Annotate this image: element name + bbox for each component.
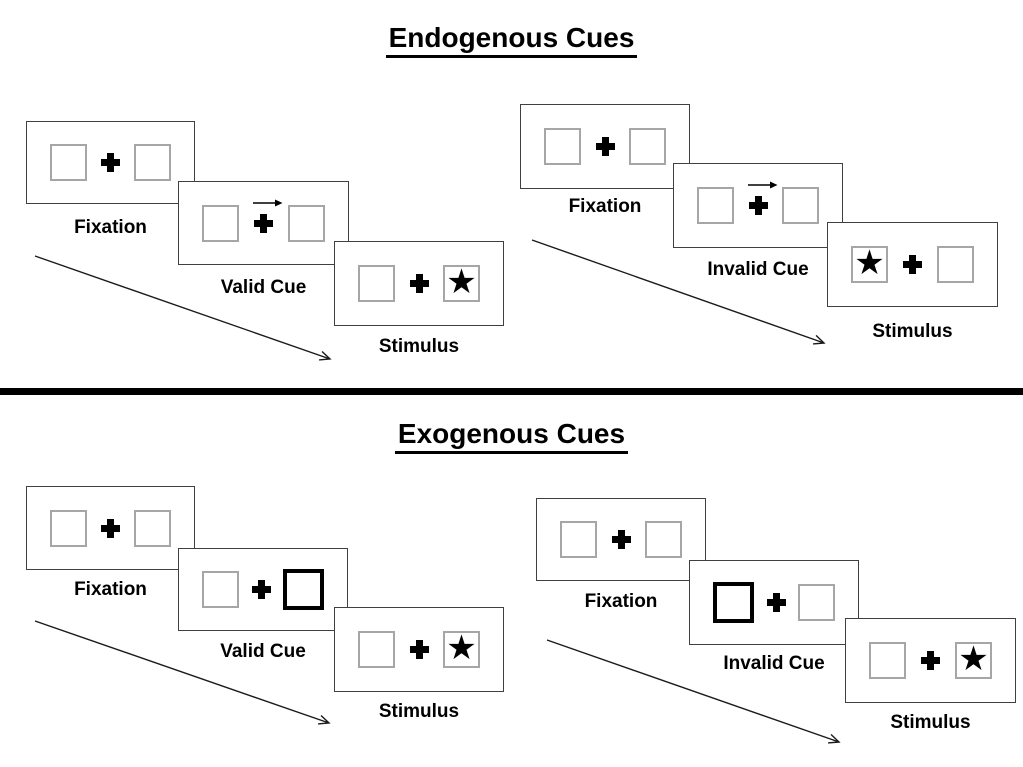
fixation-cross (595, 137, 615, 156)
fixation-cross (101, 518, 120, 538)
cue-arrow-right-icon (747, 181, 777, 189)
panel-label: Stimulus (890, 712, 971, 733)
panel-label: Fixation (74, 217, 147, 238)
panel-label: Valid Cue (220, 641, 306, 662)
left-placeholder-box (50, 509, 87, 547)
panel-label: Fixation (568, 196, 642, 217)
fixation-cross-icon (409, 274, 429, 293)
fixation-cross (409, 640, 429, 659)
timeline-arrow (34, 255, 330, 359)
left-placeholder-box (202, 204, 239, 242)
right-placeholder-box (937, 246, 974, 283)
panel-label: Fixation (74, 579, 147, 600)
stimulus-panel: ★ (334, 607, 504, 692)
left-placeholder-box (544, 128, 581, 165)
left-placeholder-box (358, 631, 395, 668)
panel-label: Invalid Cue (723, 653, 825, 674)
fixation-panel (26, 121, 195, 204)
left-placeholder-box (869, 642, 906, 679)
right-placeholder-box (288, 204, 325, 242)
fixation-cross-icon (101, 518, 120, 538)
fixation-cross (251, 580, 271, 599)
panel-label: Stimulus (378, 701, 460, 722)
panel-label: Invalid Cue (707, 259, 809, 280)
fixation-cross (253, 199, 283, 233)
cue-arrow-right-icon (253, 199, 283, 206)
cue-panel (178, 181, 349, 265)
section-title-exogenous: Exogenous Cues (0, 418, 1023, 454)
left-placeholder-box (560, 521, 597, 558)
brightened-cue-box (283, 569, 324, 610)
fixation-cross (921, 651, 940, 670)
stimulus-panel: ★ (827, 222, 998, 307)
fixation-cross-icon (251, 580, 271, 599)
section-title-text: Exogenous Cues (394, 418, 629, 454)
fixation-cross-icon (748, 196, 768, 215)
cue-panel (178, 548, 348, 631)
fixation-cross (747, 181, 777, 215)
fixation-panel (520, 104, 690, 189)
right-placeholder-box (782, 187, 819, 224)
right-placeholder-box (134, 509, 171, 547)
stimulus-panel: ★ (334, 241, 504, 326)
section-divider (0, 388, 1023, 395)
target-box: ★ (851, 246, 888, 283)
fixation-cross-icon (409, 640, 429, 659)
fixation-cross (409, 274, 429, 293)
panel-label: Stimulus (872, 321, 953, 342)
left-placeholder-box (50, 144, 87, 181)
fixation-cross (611, 530, 631, 549)
panel-label: Stimulus (378, 336, 460, 357)
fixation-cross-icon (254, 213, 273, 233)
fixation-cross-icon (611, 530, 631, 549)
left-placeholder-box (202, 571, 239, 608)
section-title-endogenous: Endogenous Cues (0, 22, 1023, 58)
section-title-text: Endogenous Cues (385, 22, 638, 58)
fixation-cross-icon (766, 593, 786, 612)
timeline-arrow (34, 620, 329, 723)
fixation-cross (766, 593, 786, 612)
right-placeholder-box (134, 144, 171, 181)
fixation-cross-icon (921, 651, 940, 670)
fixation-cross (903, 255, 922, 274)
fixation-cross-icon (595, 137, 615, 156)
left-placeholder-box (358, 265, 395, 302)
panel-label: Fixation (584, 591, 658, 612)
fixation-panel (26, 486, 195, 570)
right-placeholder-box (798, 584, 835, 621)
target-box: ★ (955, 642, 992, 679)
panel-label: Valid Cue (220, 277, 307, 298)
target-box: ★ (443, 631, 480, 668)
cue-panel (689, 560, 859, 645)
fixation-cross-icon (903, 255, 922, 274)
star-target-icon: ★ (446, 628, 477, 668)
right-placeholder-box (629, 128, 666, 165)
cue-panel (673, 163, 843, 248)
timeline-arrow (531, 239, 824, 343)
right-placeholder-box (645, 521, 682, 558)
stimulus-panel: ★ (845, 618, 1016, 703)
left-placeholder-box (697, 187, 734, 224)
star-target-icon: ★ (446, 262, 477, 302)
fixation-cross-icon (101, 153, 120, 172)
fixation-cross (101, 153, 120, 172)
star-target-icon: ★ (958, 639, 989, 679)
brightened-cue-box (713, 582, 754, 623)
fixation-panel (536, 498, 706, 581)
star-target-icon: ★ (854, 243, 885, 283)
target-box: ★ (443, 265, 480, 302)
